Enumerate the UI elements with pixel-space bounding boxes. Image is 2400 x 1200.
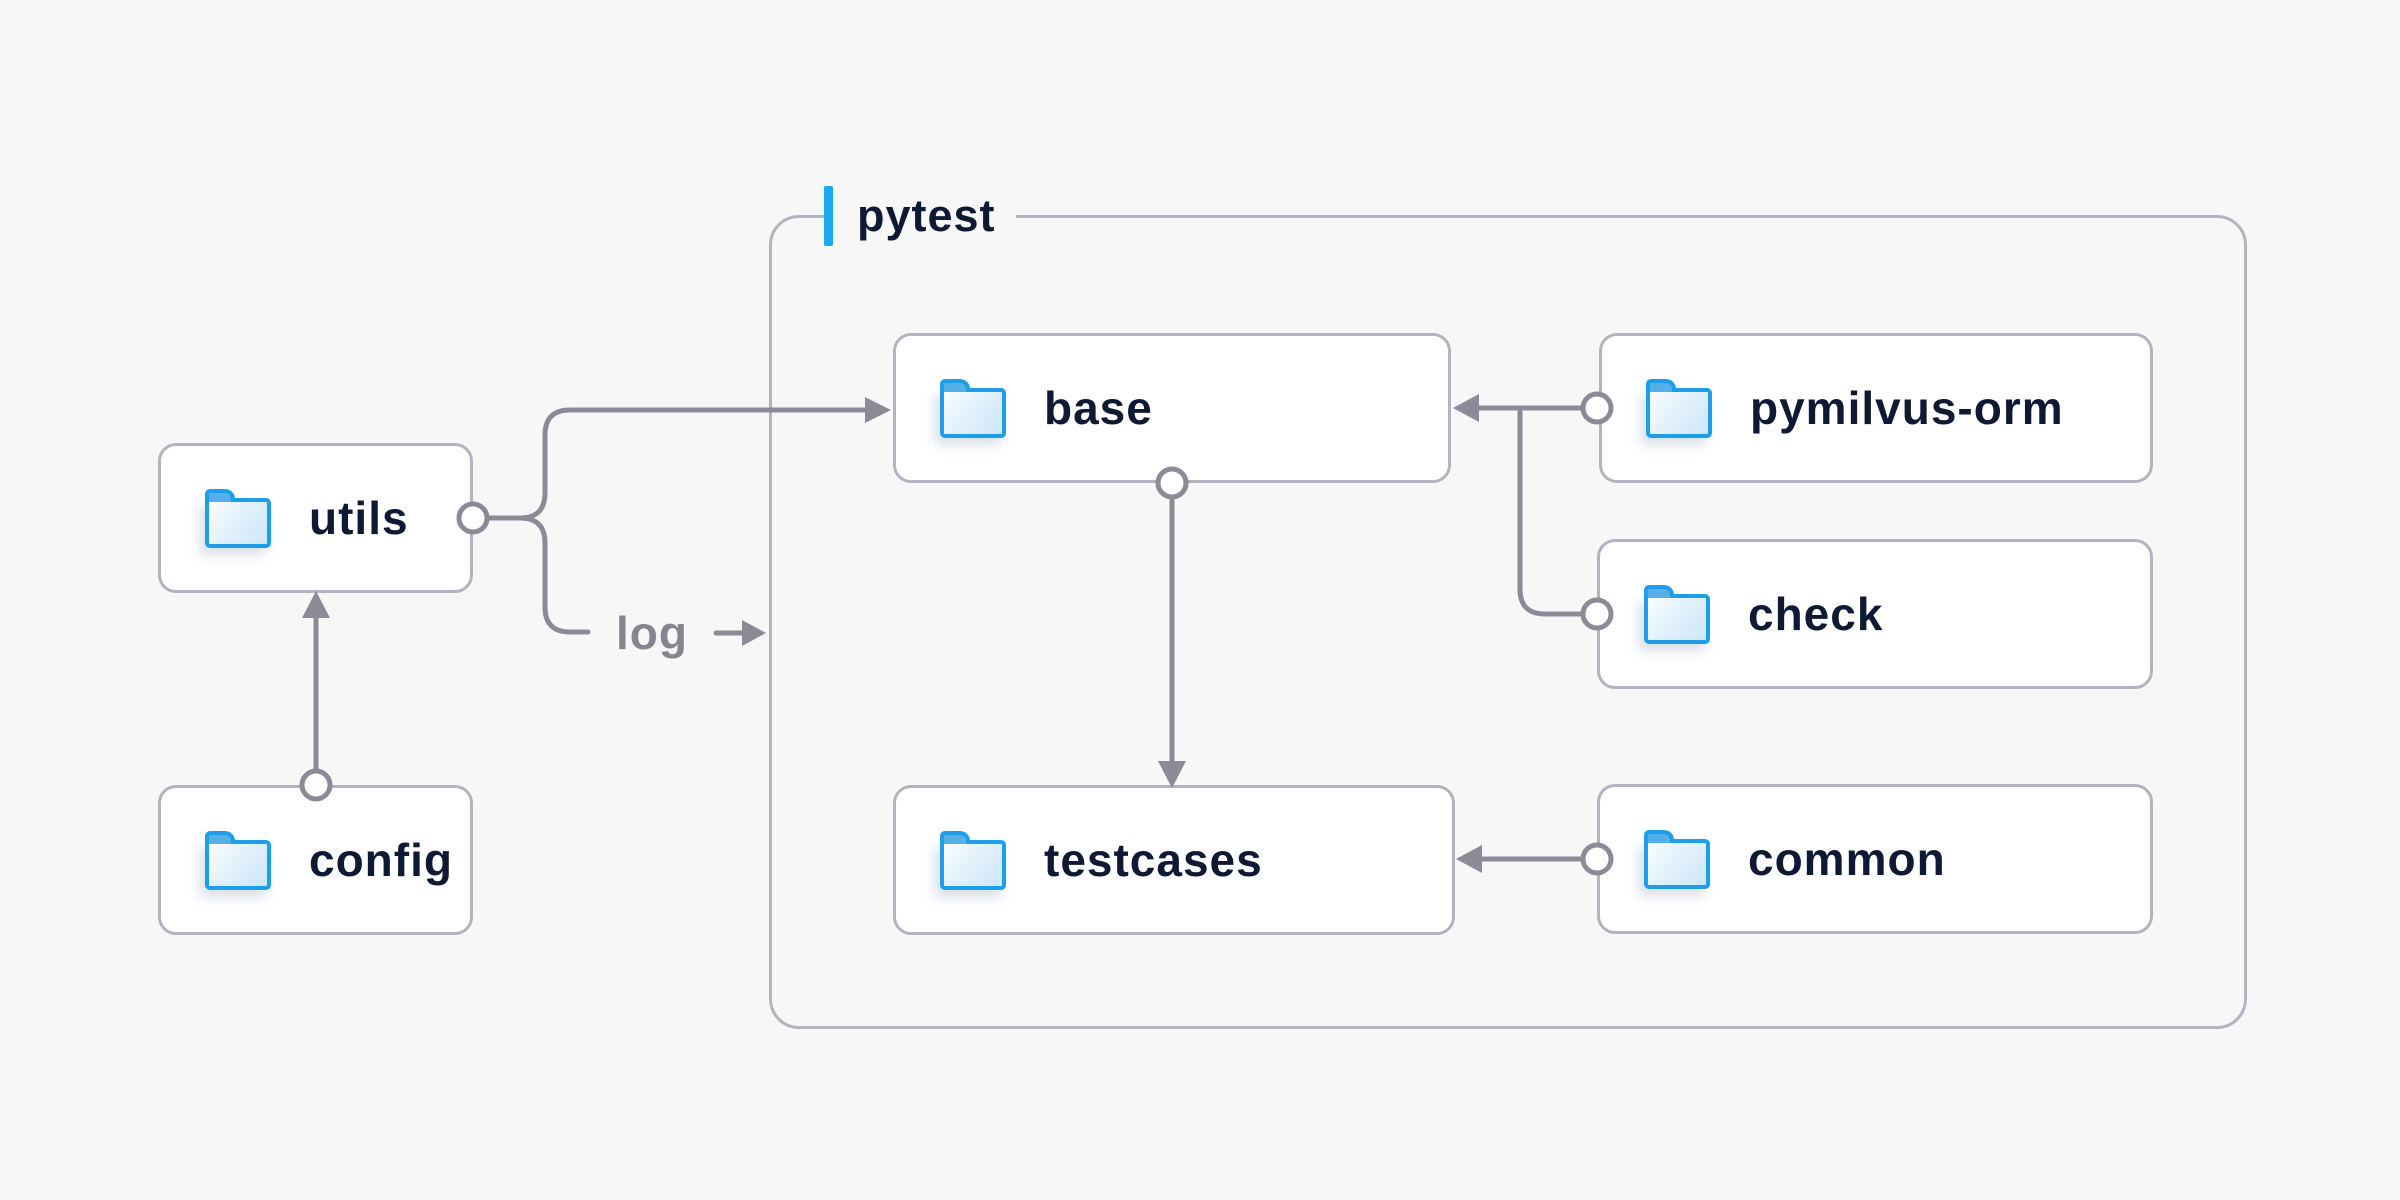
node-config: config [158, 785, 473, 935]
folder-icon [1646, 379, 1712, 438]
pytest-group: pytest [769, 182, 2247, 1029]
node-pymilvus-orm: pymilvus-orm [1599, 333, 2153, 483]
node-base: base [893, 333, 1451, 483]
folder-icon [205, 831, 271, 890]
group-title: pytest [857, 190, 996, 241]
node-label: check [1748, 588, 1884, 640]
node-label: common [1748, 833, 1946, 885]
edge-label-log: log [616, 607, 688, 659]
folder-icon [1644, 830, 1710, 889]
node-label: testcases [1044, 834, 1263, 886]
pytest-group-label: pytest [824, 182, 1016, 250]
folder-icon [940, 831, 1006, 890]
node-label: utils [309, 492, 409, 544]
node-label: config [309, 834, 453, 886]
node-check: check [1597, 539, 2153, 689]
node-label: base [1044, 382, 1153, 434]
folder-icon [205, 489, 271, 548]
node-utils: utils [158, 443, 473, 593]
folder-icon [940, 379, 1006, 438]
node-testcases: testcases [893, 785, 1455, 935]
folder-icon [1644, 585, 1710, 644]
node-common: common [1597, 784, 2153, 934]
accent-bar [824, 186, 833, 246]
edge-config-to-utils [299, 591, 333, 802]
node-label: pymilvus-orm [1750, 382, 2064, 434]
